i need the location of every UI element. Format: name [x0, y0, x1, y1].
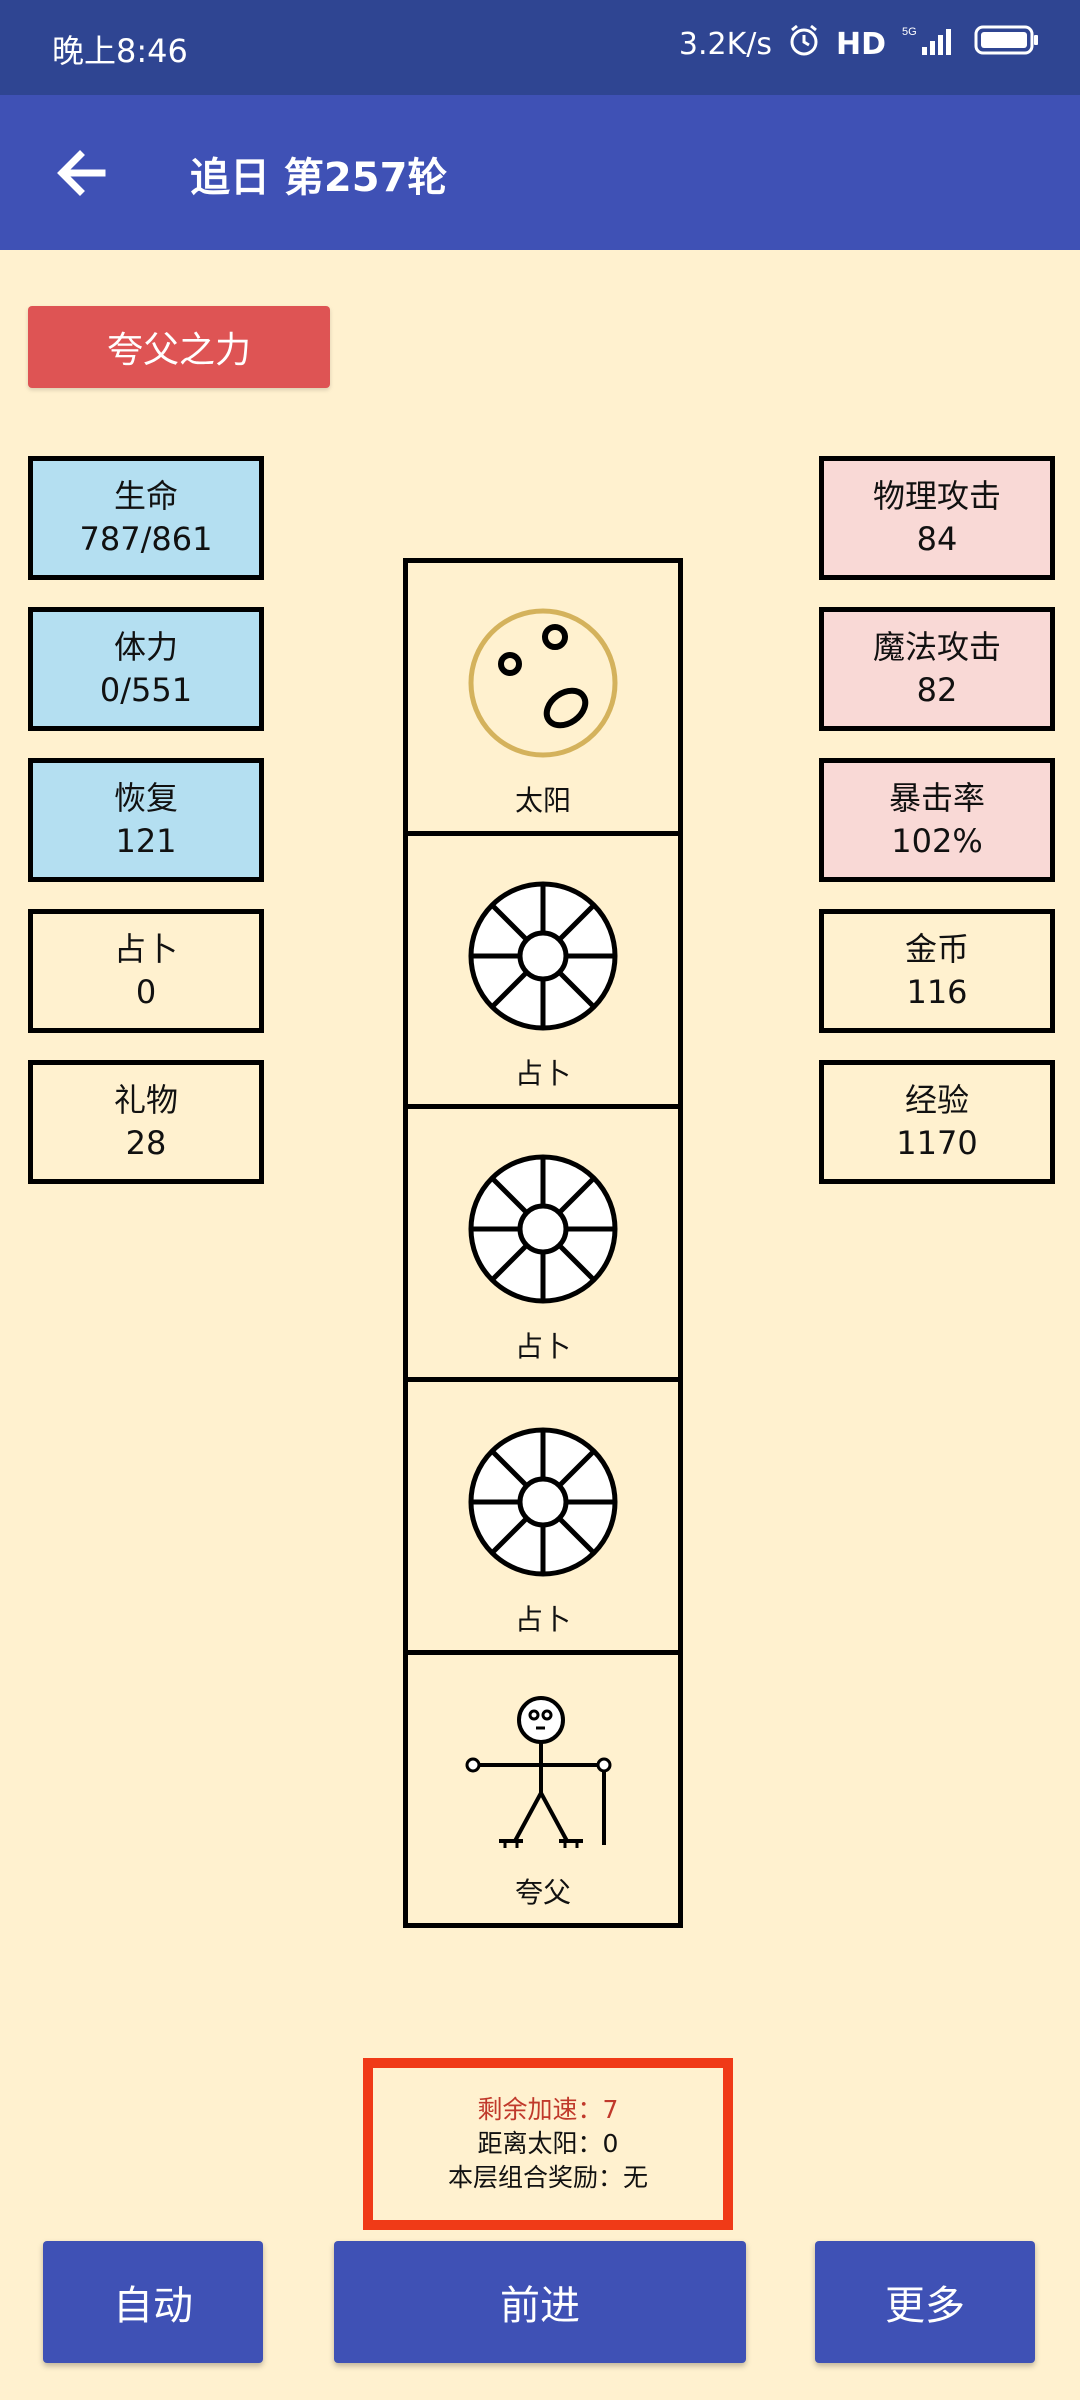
- distance-to-sun: 距离太阳：0: [477, 2129, 619, 2159]
- track-cell-kuafu[interactable]: 夸父: [408, 1655, 678, 1928]
- track-cell-label: 占卜: [514, 1057, 571, 1090]
- stat-label: 体力: [113, 627, 178, 666]
- track-cell-divination[interactable]: 占卜: [408, 1382, 678, 1655]
- stat-crit-rate: 暴击率 102%: [819, 758, 1055, 882]
- stat-label: 礼物: [113, 1080, 178, 1119]
- stat-physical-attack: 物理攻击 84: [819, 456, 1055, 580]
- stat-label: 魔法攻击: [872, 627, 1001, 666]
- stat-gold: 金币 116: [819, 909, 1055, 1033]
- stat-experience: 经验 1170: [819, 1060, 1055, 1184]
- track-cell-divination[interactable]: 占卜: [408, 836, 678, 1109]
- network-speed: 3.2K/s: [678, 26, 772, 62]
- arrow-left-icon: [57, 150, 106, 196]
- stat-label: 恢复: [113, 778, 178, 817]
- more-button[interactable]: 更多: [815, 2241, 1035, 2363]
- stat-value: 116: [906, 973, 968, 1011]
- stat-recovery: 恢复 121: [28, 758, 264, 882]
- auto-button[interactable]: 自动: [43, 2241, 263, 2363]
- stat-magic-attack: 魔法攻击 82: [819, 607, 1055, 731]
- hd-indicator: HD: [835, 26, 886, 62]
- stat-life: 生命 787/861: [28, 456, 264, 580]
- stat-label: 金币: [904, 929, 969, 968]
- page-title: 追日 第257轮: [190, 155, 448, 201]
- stick-figure-icon: [465, 1696, 612, 1848]
- forward-button[interactable]: 前进: [334, 2241, 746, 2363]
- status-icons: 3.2K/s HD 5G: [679, 22, 1040, 66]
- stat-value: 102%: [891, 822, 983, 860]
- battery-icon: [974, 24, 1040, 64]
- stat-value: 1170: [896, 1124, 978, 1162]
- track-cell-label: 占卜: [514, 1330, 571, 1363]
- stat-label: 暴击率: [888, 778, 985, 817]
- sun-icon: [468, 608, 618, 758]
- stat-label: 占卜: [113, 929, 178, 968]
- stat-label: 生命: [113, 476, 178, 515]
- wheel-icon: [468, 881, 618, 1031]
- kuafu-power-button[interactable]: 夸父之力: [28, 306, 330, 388]
- wheel-icon: [468, 1427, 618, 1577]
- remaining-accel: 剩余加速：7: [477, 2095, 619, 2125]
- stat-value: 84: [916, 520, 958, 558]
- track-cell-divination[interactable]: 占卜: [408, 1109, 678, 1382]
- stat-gift: 礼物 28: [28, 1060, 264, 1184]
- stat-label: 物理攻击: [872, 476, 1001, 515]
- track-cell-label: 太阳: [514, 784, 571, 817]
- alarm-icon: [786, 22, 822, 66]
- wheel-icon: [468, 1154, 618, 1304]
- stat-divination: 占卜 0: [28, 909, 264, 1033]
- stat-value: 82: [916, 671, 958, 709]
- stat-value: 121: [115, 822, 177, 860]
- stat-value: 0/551: [99, 671, 193, 709]
- stat-value: 28: [125, 1124, 167, 1162]
- stat-value: 787/861: [79, 520, 213, 558]
- back-button[interactable]: [44, 133, 124, 213]
- app-bar: 追日 第257轮: [0, 95, 1080, 250]
- track-cell-sun[interactable]: 太阳: [408, 563, 678, 836]
- network-type: 5G: [902, 26, 917, 38]
- track-cell-label: 夸父: [514, 1876, 571, 1909]
- stat-value: 0: [135, 973, 157, 1011]
- track: 太阳 占卜 占卜: [403, 558, 683, 1928]
- stat-label: 经验: [904, 1080, 969, 1119]
- stat-stamina: 体力 0/551: [28, 607, 264, 731]
- status-bar: 晚上8:46 3.2K/s HD 5G: [0, 0, 1080, 95]
- info-panel: 剩余加速：7 距离太阳：0 本层组合奖励：无: [363, 2058, 733, 2230]
- track-cell-label: 占卜: [514, 1603, 571, 1636]
- signal-icon: 5G: [900, 23, 960, 65]
- status-time: 晚上8:46: [52, 32, 188, 70]
- combo-reward: 本层组合奖励：无: [447, 2162, 648, 2192]
